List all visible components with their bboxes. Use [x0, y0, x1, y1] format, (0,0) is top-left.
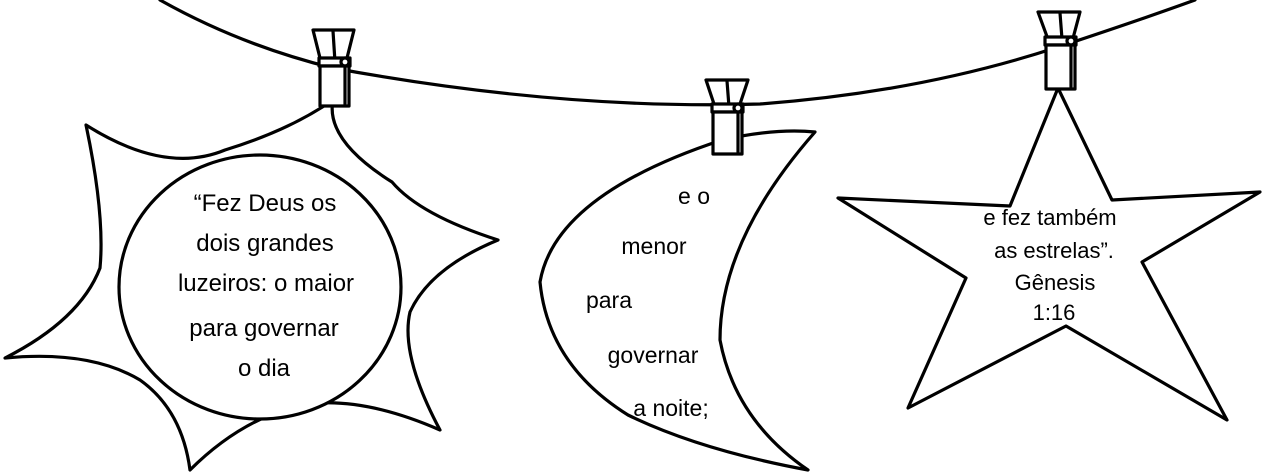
moon-line-4: governar	[607, 342, 699, 368]
moon-line-5: a noite;	[633, 395, 709, 421]
sun-line-1: “Fez Deus os	[193, 190, 337, 217]
moon-line-3: para	[585, 287, 633, 313]
star-line-2: as estrelas”.	[994, 238, 1114, 263]
star-line-3: Gênesis	[1014, 270, 1096, 295]
moon-line-1: e o	[678, 183, 710, 209]
sun-line-3: luzeiros: o maior	[177, 270, 355, 297]
star-shape	[836, 86, 1262, 422]
sun-line-2: dois grandes	[196, 230, 334, 257]
sun-center-circle	[117, 153, 403, 421]
star-line-1: e fez também	[983, 205, 1117, 230]
clothespin-star	[1036, 10, 1082, 91]
sun-line-5: o dia	[237, 355, 291, 382]
sun-line-4: para governar	[189, 315, 339, 342]
moon-line-2: menor	[621, 233, 687, 259]
star-line-4: 1:16	[1032, 300, 1076, 325]
clothespin-sun	[311, 28, 356, 108]
moon-shape	[538, 129, 817, 472]
clothespin-moon	[704, 78, 750, 156]
